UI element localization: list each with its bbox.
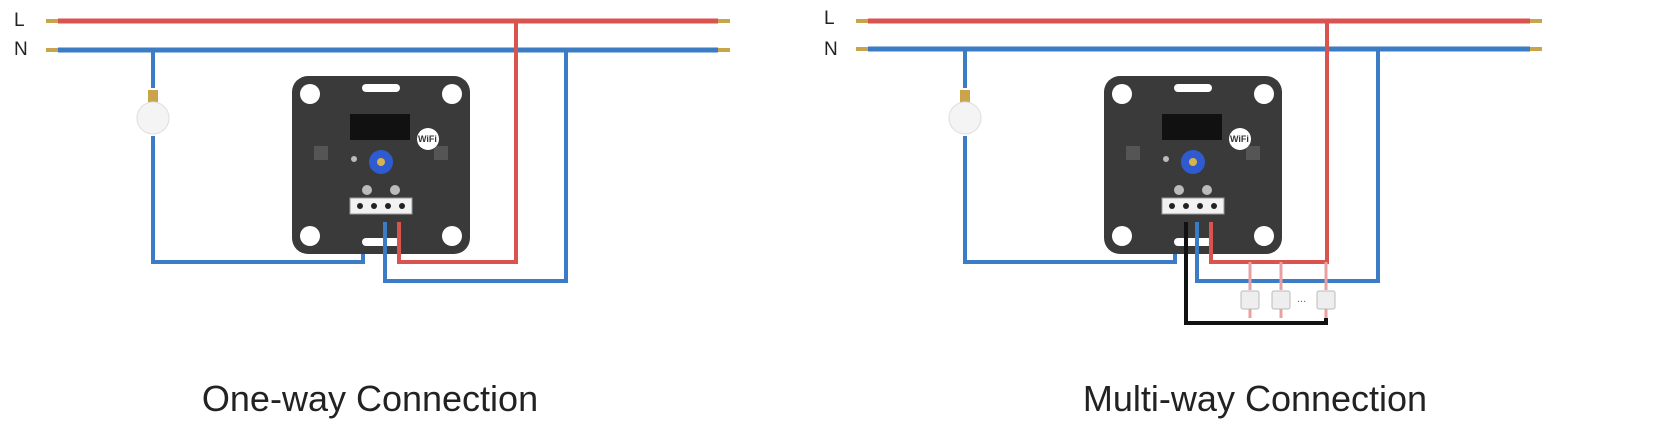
remote-switch-icon	[1271, 290, 1291, 310]
one-way-caption: One-way Connection	[201, 378, 539, 419]
live-line-label: L	[14, 10, 25, 31]
live-bus-end-right	[1530, 19, 1542, 23]
neutral-bus-end-right	[1530, 47, 1542, 51]
light-bulb-icon	[948, 89, 982, 135]
live-bus-end-right	[718, 19, 730, 23]
control-wire	[1184, 222, 1328, 325]
neutral-to-dimmer-wire	[383, 50, 568, 283]
live-to-dimmer-wire	[397, 21, 518, 264]
neutral-line-label: N	[14, 39, 28, 60]
wifi-badge: WiFi	[1229, 128, 1251, 150]
switch-chain-ellipsis: ...	[1297, 293, 1306, 305]
neutral-to-dimmer-wire	[1195, 49, 1380, 283]
remote-switch-icon	[1240, 290, 1260, 310]
multi-way-caption: Multi-way Connection	[1082, 378, 1428, 419]
dimmer-module	[291, 75, 471, 255]
neutral-bus-end-left	[46, 48, 58, 52]
remote-switch-icon	[1316, 290, 1336, 310]
dimmer-module	[1103, 75, 1283, 255]
live-bus-end-left	[856, 19, 868, 23]
neutral-bus-end-right	[718, 48, 730, 52]
wifi-badge: WiFi	[417, 128, 439, 150]
neutral-bus-end-left	[856, 47, 868, 51]
wifi-label: WiFi	[1230, 134, 1249, 144]
wifi-label: WiFi	[418, 134, 437, 144]
live-bus-end-left	[46, 19, 58, 23]
neutral-line-label: N	[824, 39, 838, 60]
light-bulb-icon	[136, 89, 170, 135]
live-line-label: L	[824, 8, 835, 29]
one-way-panel: L N WiFi	[14, 10, 730, 283]
multi-way-panel: L N WiFi ...	[824, 8, 1542, 325]
live-to-dimmer-wire	[1209, 21, 1329, 264]
